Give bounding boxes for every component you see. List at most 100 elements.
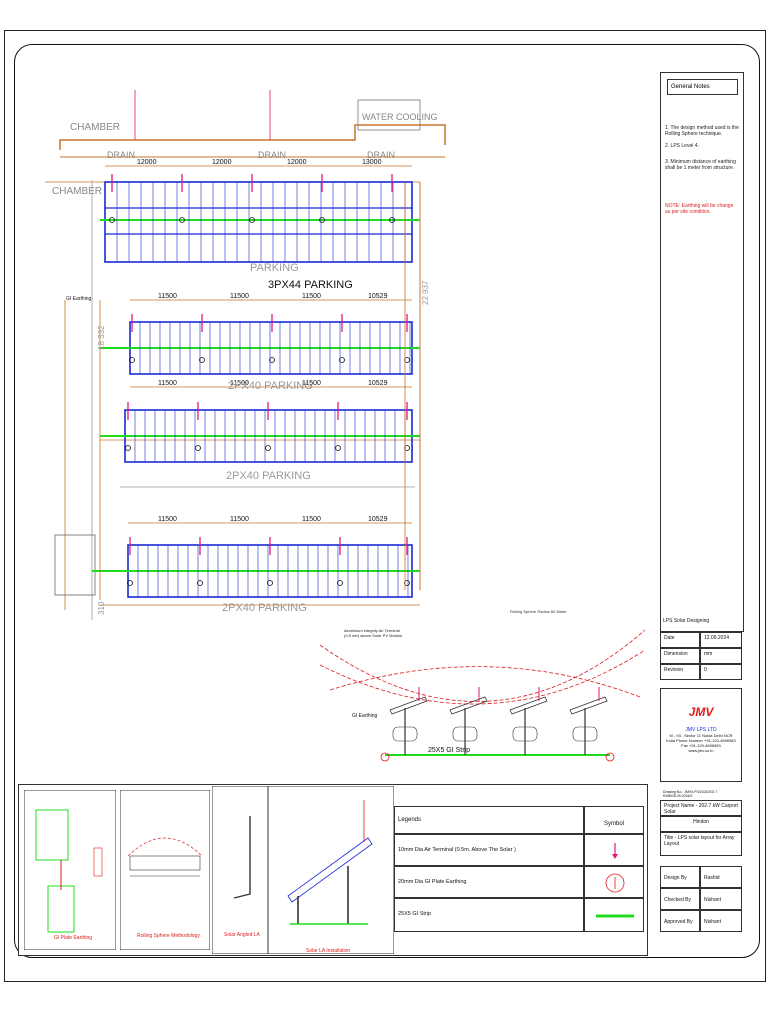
legend-symbol-3 <box>584 898 644 932</box>
caption-gi-plate: GI Plate Earthing <box>54 935 93 941</box>
row-dim-c3: 11500 <box>302 516 321 523</box>
water-cooling-label: WATER COOLING <box>362 112 438 122</box>
section-view: GI Earthing 25X5 GI Strip Rolling Sphere… <box>319 609 646 762</box>
checked-by-key: Checked By <box>660 888 700 910</box>
earthing-point <box>267 580 273 586</box>
company-logo: JMV <box>688 705 714 719</box>
row-dim-b2: 11500 <box>230 380 249 387</box>
top-dim-2: 12000 <box>212 159 232 166</box>
carport-structure <box>389 687 428 755</box>
earthing-point <box>197 580 203 586</box>
row-dim-a3: 11500 <box>302 293 321 300</box>
detail-gi-plate <box>24 790 116 950</box>
symbol-title: Symbol <box>584 806 644 834</box>
drain-label-3: DRAIN <box>367 150 395 160</box>
top-dim-4: 13000 <box>362 159 382 166</box>
lps-design-label: LPS Solar Designing <box>663 618 710 624</box>
row-dim-a2: 11500 <box>230 293 249 300</box>
notes-heading: General Notes <box>667 79 738 95</box>
caption-angled-la: Solar Angled LA <box>224 932 260 938</box>
earthing-point <box>404 445 410 451</box>
row-4-label: 2PX40 PARKING <box>222 602 307 614</box>
date-key: Date <box>660 632 700 648</box>
earthing-point <box>127 580 133 586</box>
legend-row-3: 25X5 GI Strip <box>394 898 584 932</box>
earthing-point <box>337 580 343 586</box>
company-box: JMV JMV LPS LTD M - 93 , Sector 11 Noida… <box>660 688 742 782</box>
earthing-point <box>199 357 205 363</box>
top-dim-1: 12000 <box>137 159 157 166</box>
approved-by-key: Approved By <box>660 910 700 932</box>
earthing-point <box>179 217 185 223</box>
approved-by-value: Nishant <box>700 910 742 932</box>
detail-angled-la <box>212 786 268 954</box>
earthing-point <box>404 357 410 363</box>
design-by-key: Design By <box>660 866 700 888</box>
dim-right: 22 937 <box>421 280 430 305</box>
row-dim-c4: 10529 <box>368 516 388 523</box>
drain-label-1: DRAIN <box>107 150 135 160</box>
row-dim-a4: 10529 <box>368 293 388 300</box>
note-1: 1. The design method used is the Rolling… <box>665 125 739 137</box>
dim-bottom: 310 <box>97 601 106 615</box>
legend-row-2: 20mm Dia GI Plate Earthing <box>394 866 584 898</box>
note-3: 3. Minimum distance of earthing shall be… <box>665 159 736 171</box>
detail-rolling-sphere <box>120 790 210 950</box>
earthing-point <box>125 445 131 451</box>
carport-structure <box>509 687 548 755</box>
dimension-key: Dimension <box>660 648 700 664</box>
earthing-point <box>269 357 275 363</box>
parking-label: PARKING <box>250 262 299 274</box>
address-1: M - 93 , Sector 11 Noida Delhi NCR <box>669 733 733 738</box>
top-dim-3: 12000 <box>287 159 307 166</box>
earthing-point <box>129 357 135 363</box>
earthing-point <box>389 217 395 223</box>
row-dim-c2: 11500 <box>230 516 249 523</box>
earthing-point <box>339 357 345 363</box>
dim-left: 18 332 <box>97 325 106 350</box>
project-location: Hindon <box>660 816 742 832</box>
earthing-point <box>109 217 115 223</box>
address-2: India Phone Number +91-120-4696983 <box>666 738 736 743</box>
chamber-label-2: CHAMBER <box>52 186 102 197</box>
dimension-value: mm <box>700 648 742 664</box>
earthing-point <box>195 445 201 451</box>
section-gi-label: GI Earthing <box>352 713 378 719</box>
legend-symbol-2 <box>584 866 644 898</box>
earthing-point <box>249 217 255 223</box>
row-dim-a1: 11500 <box>158 293 177 300</box>
drawing-sheet <box>4 30 766 982</box>
title-block: LPS Solar Designing Date 12.09.2024 Dime… <box>660 616 742 952</box>
project-name: Project Name - 202.7 kW Carport Solar <box>660 800 742 816</box>
row-1-label: 3PX44 PARKING <box>268 279 353 291</box>
section-strip-label: 25X5 GI Strip <box>428 747 470 754</box>
caption-la-installation: Solar LA Installation <box>306 948 351 954</box>
legends-title: Legends <box>394 806 584 834</box>
air-terminal-label: Aluminium integrity Air Terminal (0.5 mt… <box>344 628 403 638</box>
layout-plan: CHAMBER CHAMBER WATER COOLING DRAIN DRAI… <box>45 90 446 620</box>
gi-strip-icon <box>596 914 634 918</box>
design-by-value: Rashid <box>700 866 742 888</box>
row-3-label: 2PX40 PARKING <box>226 470 311 482</box>
note-red: NOTE: Earthing will be change as per sit… <box>665 203 734 215</box>
legend-row-1: 10mm Dia Air Terminal (0.5m. Above The S… <box>394 834 584 866</box>
caption-rolling-sphere: Rolling Sphere Methodology <box>137 933 200 939</box>
array-row-4 <box>92 544 420 598</box>
date-value: 12.09.2024 <box>700 632 742 648</box>
note-2: 2. LPS Level 4. <box>665 143 699 149</box>
earthing-point <box>404 580 410 586</box>
company-name: JMV LPS LTD <box>685 727 717 733</box>
row-dim-b4: 10529 <box>368 380 388 387</box>
earthing-point <box>265 445 271 451</box>
gi-earthing-label: GI Earthing <box>66 296 92 302</box>
address-3: Fax +91-120-4696983 <box>681 743 721 748</box>
revision-value: 0 <box>700 664 742 680</box>
drawing-number: Drawing No.: JMV/LPS/2024/202.7 KWB/28.0… <box>663 790 718 798</box>
legend-table: Legends Symbol 10mm Dia Air Terminal (0.… <box>394 806 644 932</box>
earthing-point <box>335 445 341 451</box>
carport-structure <box>449 687 488 755</box>
array-row-1 <box>100 181 420 263</box>
drain-label-2: DRAIN <box>258 150 286 160</box>
legend-symbol-1 <box>584 834 644 866</box>
revision-key: Revision <box>660 664 700 680</box>
